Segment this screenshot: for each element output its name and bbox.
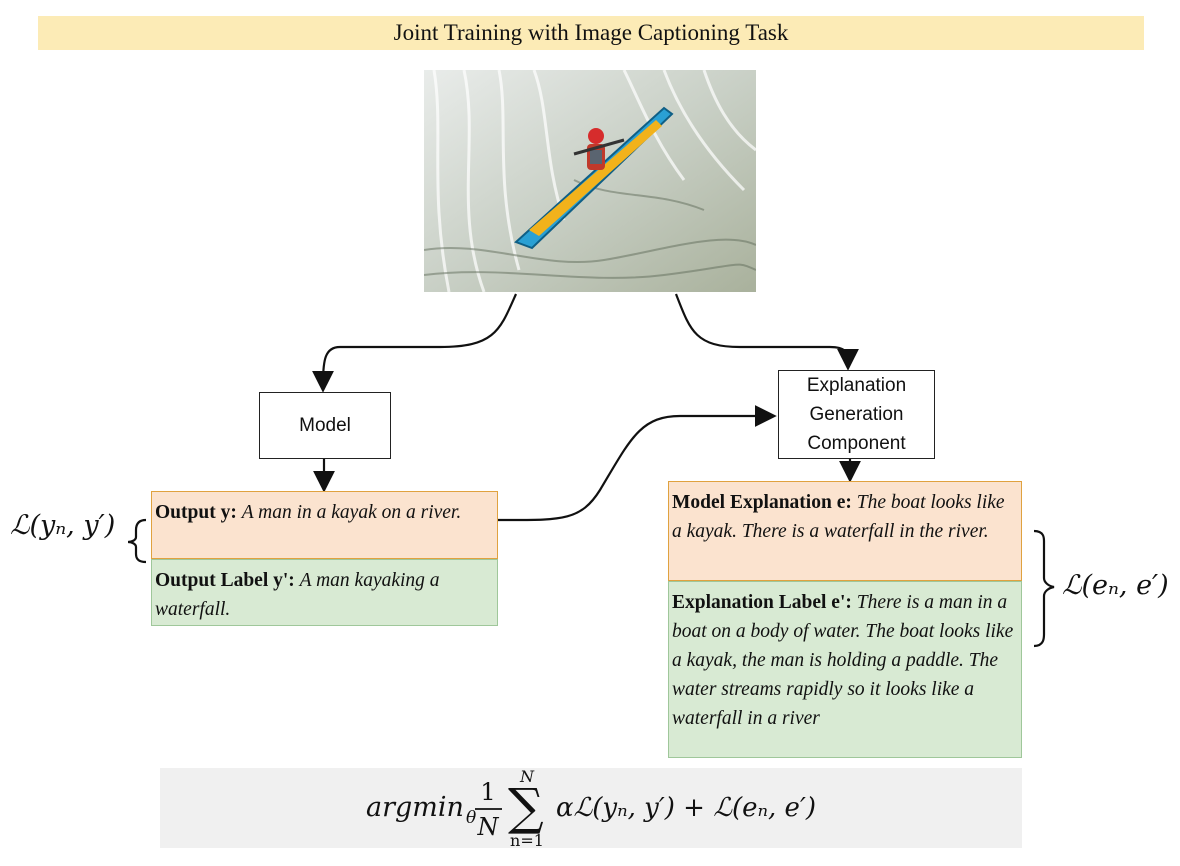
diagram-title-text: Joint Training with Image Captioning Tas… — [393, 20, 789, 45]
kayak-waterfall-photo — [424, 70, 756, 292]
formula-sum-bottom: n=1 — [510, 831, 544, 848]
arrow-output-to-explanation — [497, 405, 777, 522]
explanation-box-line: Generation — [809, 404, 904, 425]
objective-formula: argmin θ 1 N ∑ N n=1 αℒ(yₙ, y′) + ℒ(eₙ, … — [160, 767, 1022, 850]
formula-render: argmin θ 1 N ∑ N n=1 αℒ(yₙ, y′) + ℒ(eₙ, … — [366, 767, 816, 850]
model-box: Model — [259, 392, 391, 459]
output-label-label: Output Label y': — [155, 570, 295, 591]
diagram-title: Joint Training with Image Captioning Tas… — [38, 16, 1144, 50]
formula-theta: θ — [466, 808, 476, 828]
output-label-card: Output Label y': A man kayaking a waterf… — [151, 559, 498, 626]
model-explanation-text: The boat looks like a kayak. There is a … — [672, 492, 1005, 542]
photo-illustration — [424, 70, 756, 292]
brace-left — [127, 518, 147, 564]
output-label-text: A man kayaking a waterfall. — [155, 570, 440, 620]
loss-explanation: ℒ(eₙ, e′) — [1062, 570, 1169, 601]
explanation-label-text: There is a man in a boat on a body of wa… — [672, 592, 1014, 729]
explanation-box-line: Explanation — [806, 375, 907, 396]
model-explanation-card: Model Explanation e: The boat looks like… — [668, 481, 1022, 581]
output-y-card: Output y: A man in a kayak on a river. — [151, 491, 498, 559]
formula-sigma: ∑ — [508, 778, 544, 836]
formula-body: αℒ(yₙ, y′) + ℒ(eₙ, e′) — [556, 793, 816, 823]
brace-right — [1033, 529, 1055, 648]
formula-numerator: 1 — [480, 778, 495, 806]
model-box-label: Model — [299, 415, 351, 436]
output-y-label: Output y — [155, 502, 231, 523]
model-explanation-label: Model Explanation e: — [672, 492, 852, 513]
formula-sum-top: N — [519, 768, 535, 786]
formula-argmin: argmin — [366, 792, 464, 823]
explanation-label-card: Explanation Label e': There is a man in … — [668, 581, 1022, 758]
arrow-photo-to-model — [312, 293, 518, 393]
explanation-box-line: Component — [807, 433, 906, 454]
loss-output: ℒ(yₙ, y′) — [10, 510, 116, 541]
explanation-label-label: Explanation Label e': — [672, 592, 852, 613]
formula-denominator: N — [477, 813, 500, 841]
arrow-photo-to-explanation — [674, 293, 859, 371]
output-y-text: A man in a kayak on a river. — [241, 502, 462, 523]
explanation-generation-box: Explanation Generation Component — [778, 370, 935, 459]
